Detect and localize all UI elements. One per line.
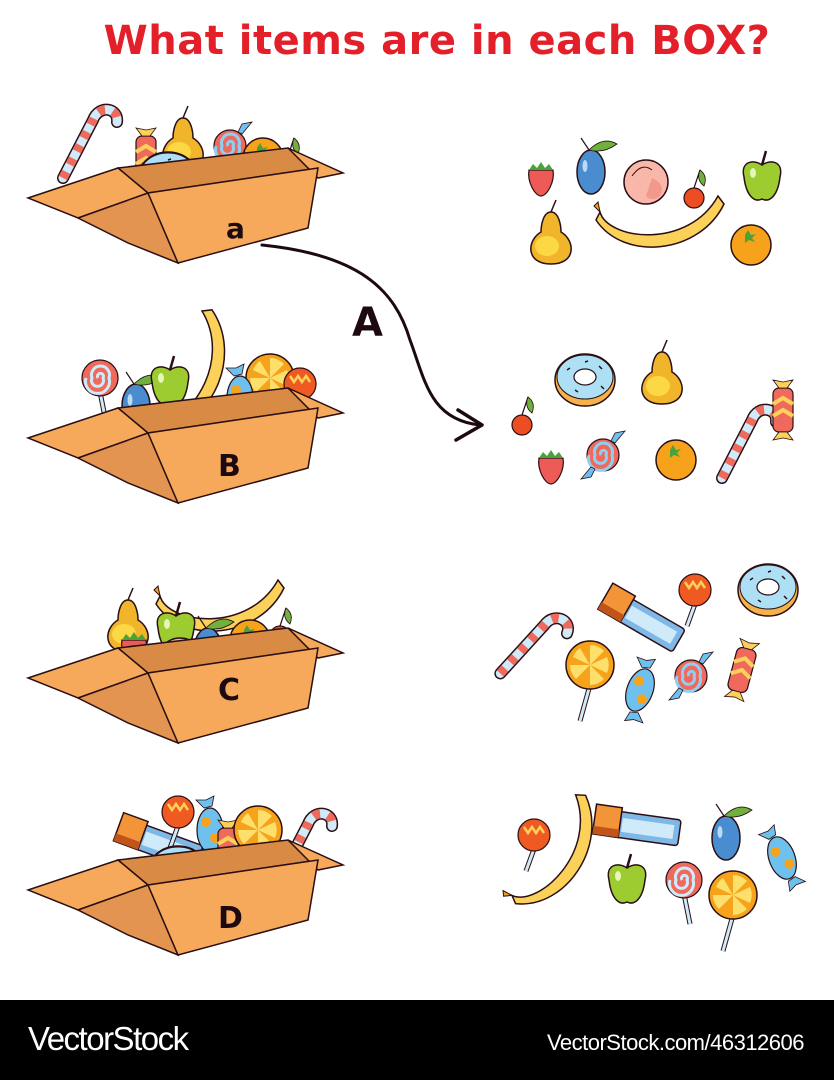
example-answer-letter: A: [352, 300, 383, 346]
footer-url: VectorStock.com/46312606: [546, 1030, 805, 1055]
item-group-4[interactable]: [495, 789, 808, 951]
box-a[interactable]: a: [27, 106, 344, 264]
footer-bar: VectorStock VectorStock.com/46312606: [0, 1000, 834, 1080]
box-label-d: D: [218, 901, 243, 936]
box-d[interactable]: D: [27, 796, 344, 956]
box-label-b: B: [218, 449, 241, 484]
box-label-c: C: [218, 673, 240, 708]
footer-logo: VectorStock: [28, 1020, 189, 1057]
box-b[interactable]: B: [27, 305, 344, 504]
example-arrow: [260, 243, 484, 442]
item-group-3[interactable]: [500, 563, 799, 728]
item-group-2[interactable]: [511, 339, 795, 485]
page-title: What items are in each BOX?: [103, 18, 771, 64]
box-label-a: a: [226, 212, 245, 245]
box-c[interactable]: C: [27, 579, 344, 744]
item-group-1[interactable]: [528, 137, 782, 266]
